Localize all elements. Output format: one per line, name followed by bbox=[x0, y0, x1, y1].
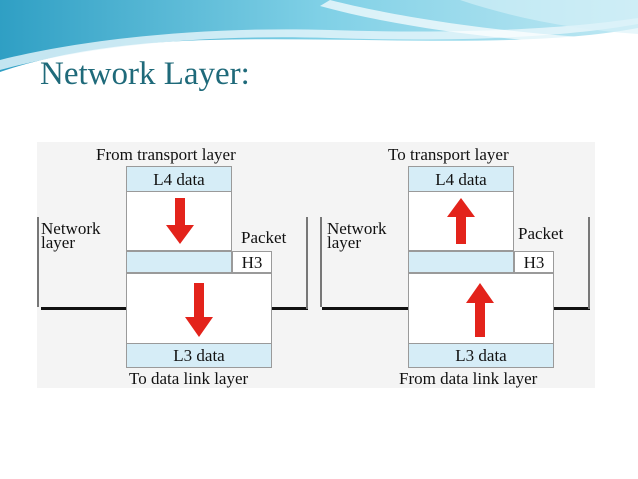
layer-left-border bbox=[320, 217, 322, 307]
up-arrow-icon bbox=[447, 198, 475, 244]
top-label: From transport layer bbox=[96, 145, 236, 164]
bottom-label: From data link layer bbox=[399, 369, 538, 388]
l4-data-box: L4 data bbox=[126, 166, 232, 192]
layer-right-border bbox=[588, 217, 590, 309]
down-arrow-icon bbox=[166, 198, 194, 244]
header-banner bbox=[0, 0, 638, 72]
top-label: To transport layer bbox=[388, 145, 509, 164]
layer-right-border bbox=[306, 217, 308, 309]
packet-label: Packet bbox=[518, 224, 564, 243]
packet-data-cell bbox=[126, 251, 232, 273]
layer-label: layer bbox=[327, 233, 361, 252]
l3-data-box: L3 data bbox=[126, 343, 272, 368]
l4-data-box: L4 data bbox=[408, 166, 514, 192]
network-label: Network bbox=[327, 219, 387, 238]
down-arrow-icon bbox=[185, 283, 213, 337]
h3-header-cell: H3 bbox=[514, 251, 554, 273]
slide-title: Network Layer: bbox=[40, 56, 250, 92]
h3-header-cell: H3 bbox=[232, 251, 272, 273]
bottom-label: To data link layer bbox=[129, 369, 249, 388]
network-label: Network bbox=[41, 219, 101, 238]
packet-label: Packet bbox=[241, 228, 287, 247]
layer-left-border bbox=[37, 217, 39, 307]
l3-data-box: L3 data bbox=[408, 343, 554, 368]
layer-label: layer bbox=[41, 233, 75, 252]
packet-data-cell bbox=[408, 251, 514, 273]
up-arrow-icon bbox=[466, 283, 494, 337]
